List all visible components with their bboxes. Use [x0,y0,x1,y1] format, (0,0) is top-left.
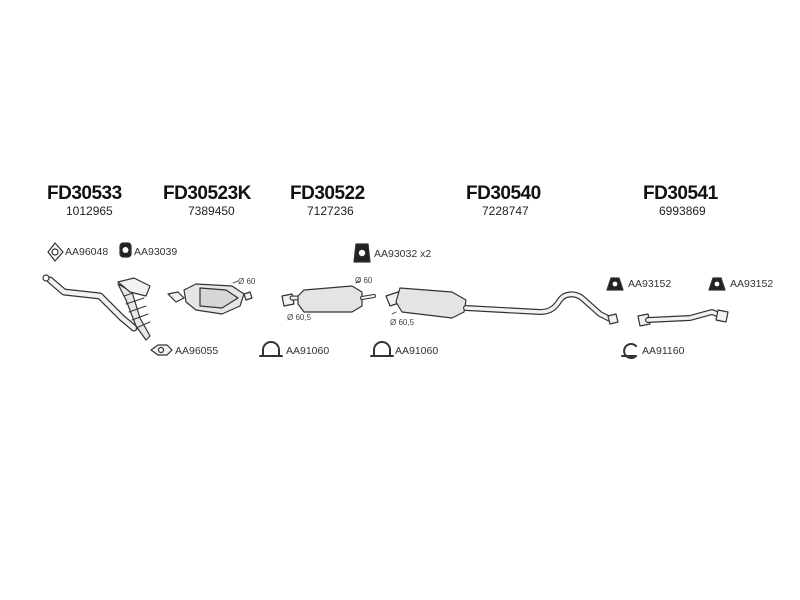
pipe-clamp-icon [259,341,283,357]
part-label-gasket-1: AA96048 [65,246,109,258]
group-code-fd30522: FD30522 [290,183,365,204]
rubber-mount-icon [119,242,132,258]
gasket-icon [47,242,64,262]
group-code-fd30540: FD30540 [466,183,541,204]
pipe-clamp-icon [621,343,637,359]
rubber-mount-icon [353,243,371,263]
part-label-clamp-4: AA91160 [642,345,685,357]
diameter-label: Ø 60 [355,276,373,285]
group-ref-fd30541: 6993869 [659,204,706,218]
part-label-clamp-1: AA93039 [134,246,178,258]
diameter-label: Ø 60 [238,277,256,286]
part-label-clamp-3: AA91060 [395,345,439,357]
part-label-gasket-2: AA96055 [175,345,219,357]
group-ref-fd30540: 7228747 [482,204,529,218]
front-pipe-part [42,274,151,341]
diameter-label: Ø 60,5 [287,313,312,322]
part-label-mount-2: AA93152 [628,278,672,290]
group-code-fd30523k: FD30523K [163,183,251,204]
rear-silencer-part [385,287,619,325]
catalytic-converter-part [167,280,253,315]
rubber-mount-icon [708,277,726,291]
group-code-fd30533: FD30533 [47,183,122,204]
tail-pipe-part [637,309,729,327]
group-ref-fd30523k: 7389450 [188,204,235,218]
pipe-clamp-icon [370,341,394,357]
group-code-fd30541: FD30541 [643,183,718,204]
rubber-mount-icon [606,277,624,291]
centre-silencer-part [281,280,376,313]
part-label-mount-1: AA93032 x2 [374,248,432,260]
gasket-icon [150,344,173,356]
diameter-label: Ø 60,5 [390,318,415,327]
group-ref-fd30522: 7127236 [307,204,354,218]
part-label-clamp-2: AA91060 [286,345,330,357]
group-ref-fd30533: 1012965 [66,204,113,218]
part-label-mount-3: AA93152 [730,278,774,290]
